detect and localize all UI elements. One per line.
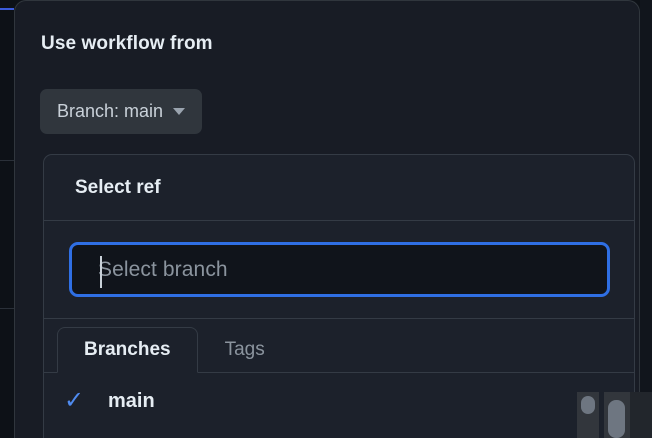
page-title: Use workflow from — [41, 33, 213, 54]
check-icon: ✓ — [64, 387, 85, 414]
text-cursor — [100, 256, 102, 288]
branch-selector-label: Branch: main — [57, 101, 164, 121]
dialog-backdrop-edge — [640, 0, 652, 438]
list-item[interactable]: ✓ main — [44, 379, 634, 423]
tab-branches[interactable]: Branches — [57, 327, 198, 373]
branch-name: main — [108, 389, 155, 412]
branch-list: ✓ main — [44, 373, 634, 423]
divider — [44, 318, 634, 319]
divider — [44, 220, 634, 221]
branch-selector-button[interactable]: Branch: main — [40, 89, 203, 134]
page-divider — [0, 308, 16, 309]
tabs-underline — [44, 372, 634, 373]
select-ref-panel: Select ref Select branch Branches Tags — [43, 154, 635, 438]
branch-search-input[interactable]: Select branch — [69, 242, 610, 297]
select-ref-title: Select ref — [75, 176, 161, 198]
chevron-down-icon — [173, 108, 186, 115]
use-workflow-dialog: Use workflow from Branch: main Select re… — [14, 0, 640, 438]
search-area: Select branch — [44, 221, 634, 318]
tab-tags-label: Tags — [224, 339, 265, 360]
tab-tags[interactable]: Tags — [198, 327, 292, 373]
accent-line — [0, 8, 14, 10]
branch-search-placeholder: Select branch — [98, 257, 228, 281]
tab-branches-label: Branches — [84, 339, 171, 360]
page-divider — [0, 160, 16, 161]
underlying-page-strip — [0, 0, 16, 438]
page-scrollbar-thumb[interactable] — [608, 400, 625, 438]
list-scrollbar-thumb[interactable] — [581, 396, 595, 414]
ref-type-tabs: Branches Tags — [44, 319, 634, 373]
scrollbar-gutter-edge — [630, 392, 652, 438]
select-ref-header: Select ref — [44, 155, 634, 220]
